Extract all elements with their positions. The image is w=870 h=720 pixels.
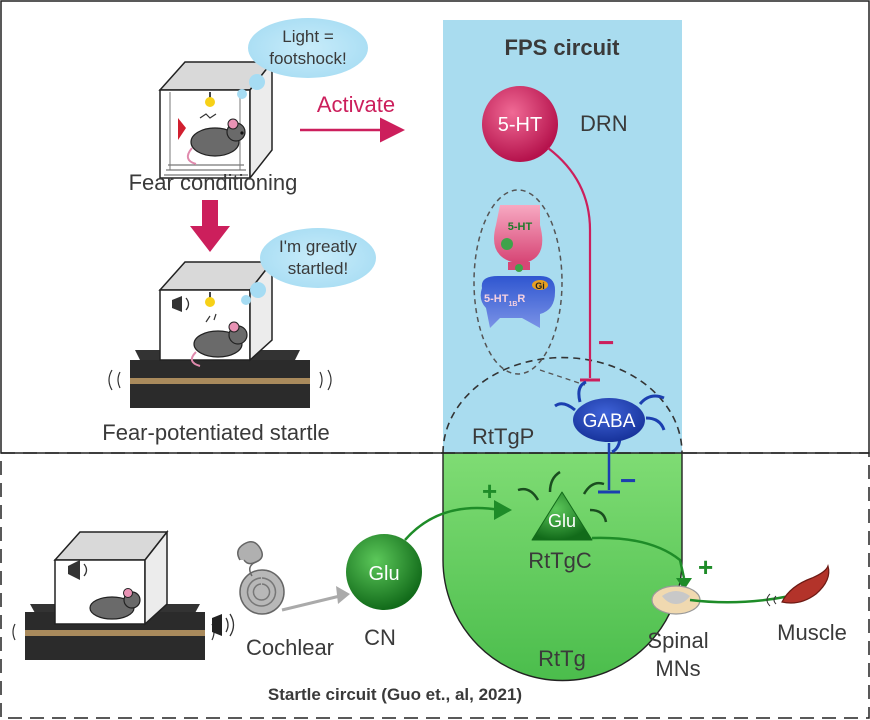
- receptor-subscript: 1B: [508, 301, 517, 308]
- synapse-5ht-label: 5-HT: [508, 221, 533, 233]
- spinal-label-2: MNs: [655, 656, 700, 681]
- receptor-suffix: R: [517, 293, 525, 305]
- synapse-inset: [473, 189, 586, 386]
- gaba-label: GABA: [583, 411, 636, 432]
- rttg-label: RtTg: [538, 646, 586, 671]
- gi-label: Gi: [535, 281, 545, 291]
- receptor-name: 5-HT: [484, 293, 509, 305]
- fps-label: Fear-potentiated startle: [102, 420, 329, 445]
- cochlea-arrowhead: [336, 586, 350, 604]
- inhibit-sign-2: −: [620, 465, 636, 496]
- spinal-label-1: Spinal: [647, 628, 708, 653]
- fear-conditioning-label: Fear conditioning: [129, 170, 298, 195]
- down-arrow: [190, 200, 230, 252]
- muscle-label: Muscle: [777, 620, 847, 645]
- plus-sign-2: +: [698, 552, 713, 582]
- drn-axon: [547, 147, 592, 378]
- rttgc-label: RtTgC: [528, 548, 592, 573]
- cn-arrowhead: [494, 500, 512, 520]
- startle-panel-frame: [0, 452, 870, 719]
- cloud-2-line-2: startled!: [288, 259, 348, 278]
- receptor-label: 5-HT1BR: [484, 293, 525, 308]
- gaba-neuron: [554, 380, 666, 454]
- rttgc-neuron: [517, 470, 608, 541]
- drn-neuron-label: 5-HT: [498, 114, 542, 136]
- fps-chamber: [108, 259, 332, 408]
- cn-neuron-label: Glu: [368, 563, 399, 585]
- cloud-1-line-2: footshock!: [269, 49, 347, 68]
- thought-cloud-2: [241, 228, 376, 305]
- cochlear-label: Cochlear: [246, 635, 334, 660]
- cn-glu-neuron: [346, 534, 422, 610]
- fps-circuit-title: FPS circuit: [505, 35, 621, 60]
- startle-chamber: [12, 529, 215, 660]
- activate-label: Activate: [317, 92, 395, 117]
- cloud-1-line-1: Light =: [282, 27, 334, 46]
- cochlea-icon: [237, 541, 285, 615]
- thought-cloud-1: [237, 18, 368, 99]
- plus-sign-1: +: [482, 476, 497, 506]
- drn-5ht-neuron: [482, 86, 558, 162]
- cn-axon: [404, 506, 501, 541]
- muscle-icon: [766, 563, 830, 607]
- top-panel-frame: [0, 0, 870, 454]
- motor-axon: [689, 594, 791, 604]
- startle-circuit-caption: Startle circuit (Guo et., al, 2021): [268, 685, 522, 704]
- fear-conditioning-chamber: [158, 59, 274, 181]
- cn-label: CN: [364, 625, 396, 650]
- drn-label: DRN: [580, 111, 628, 136]
- cloud-2-line-1: I'm greatly: [279, 237, 357, 256]
- rttgp-label: RtTgP: [472, 424, 534, 449]
- rttgc-neuron-label: Glu: [548, 511, 576, 531]
- rttgc-arrowhead: [676, 578, 692, 590]
- inhibit-sign-1: −: [598, 327, 614, 358]
- cochlea-to-cn-path: [281, 594, 341, 612]
- rttgc-axon: [591, 536, 686, 579]
- speaker-icon: [212, 613, 235, 637]
